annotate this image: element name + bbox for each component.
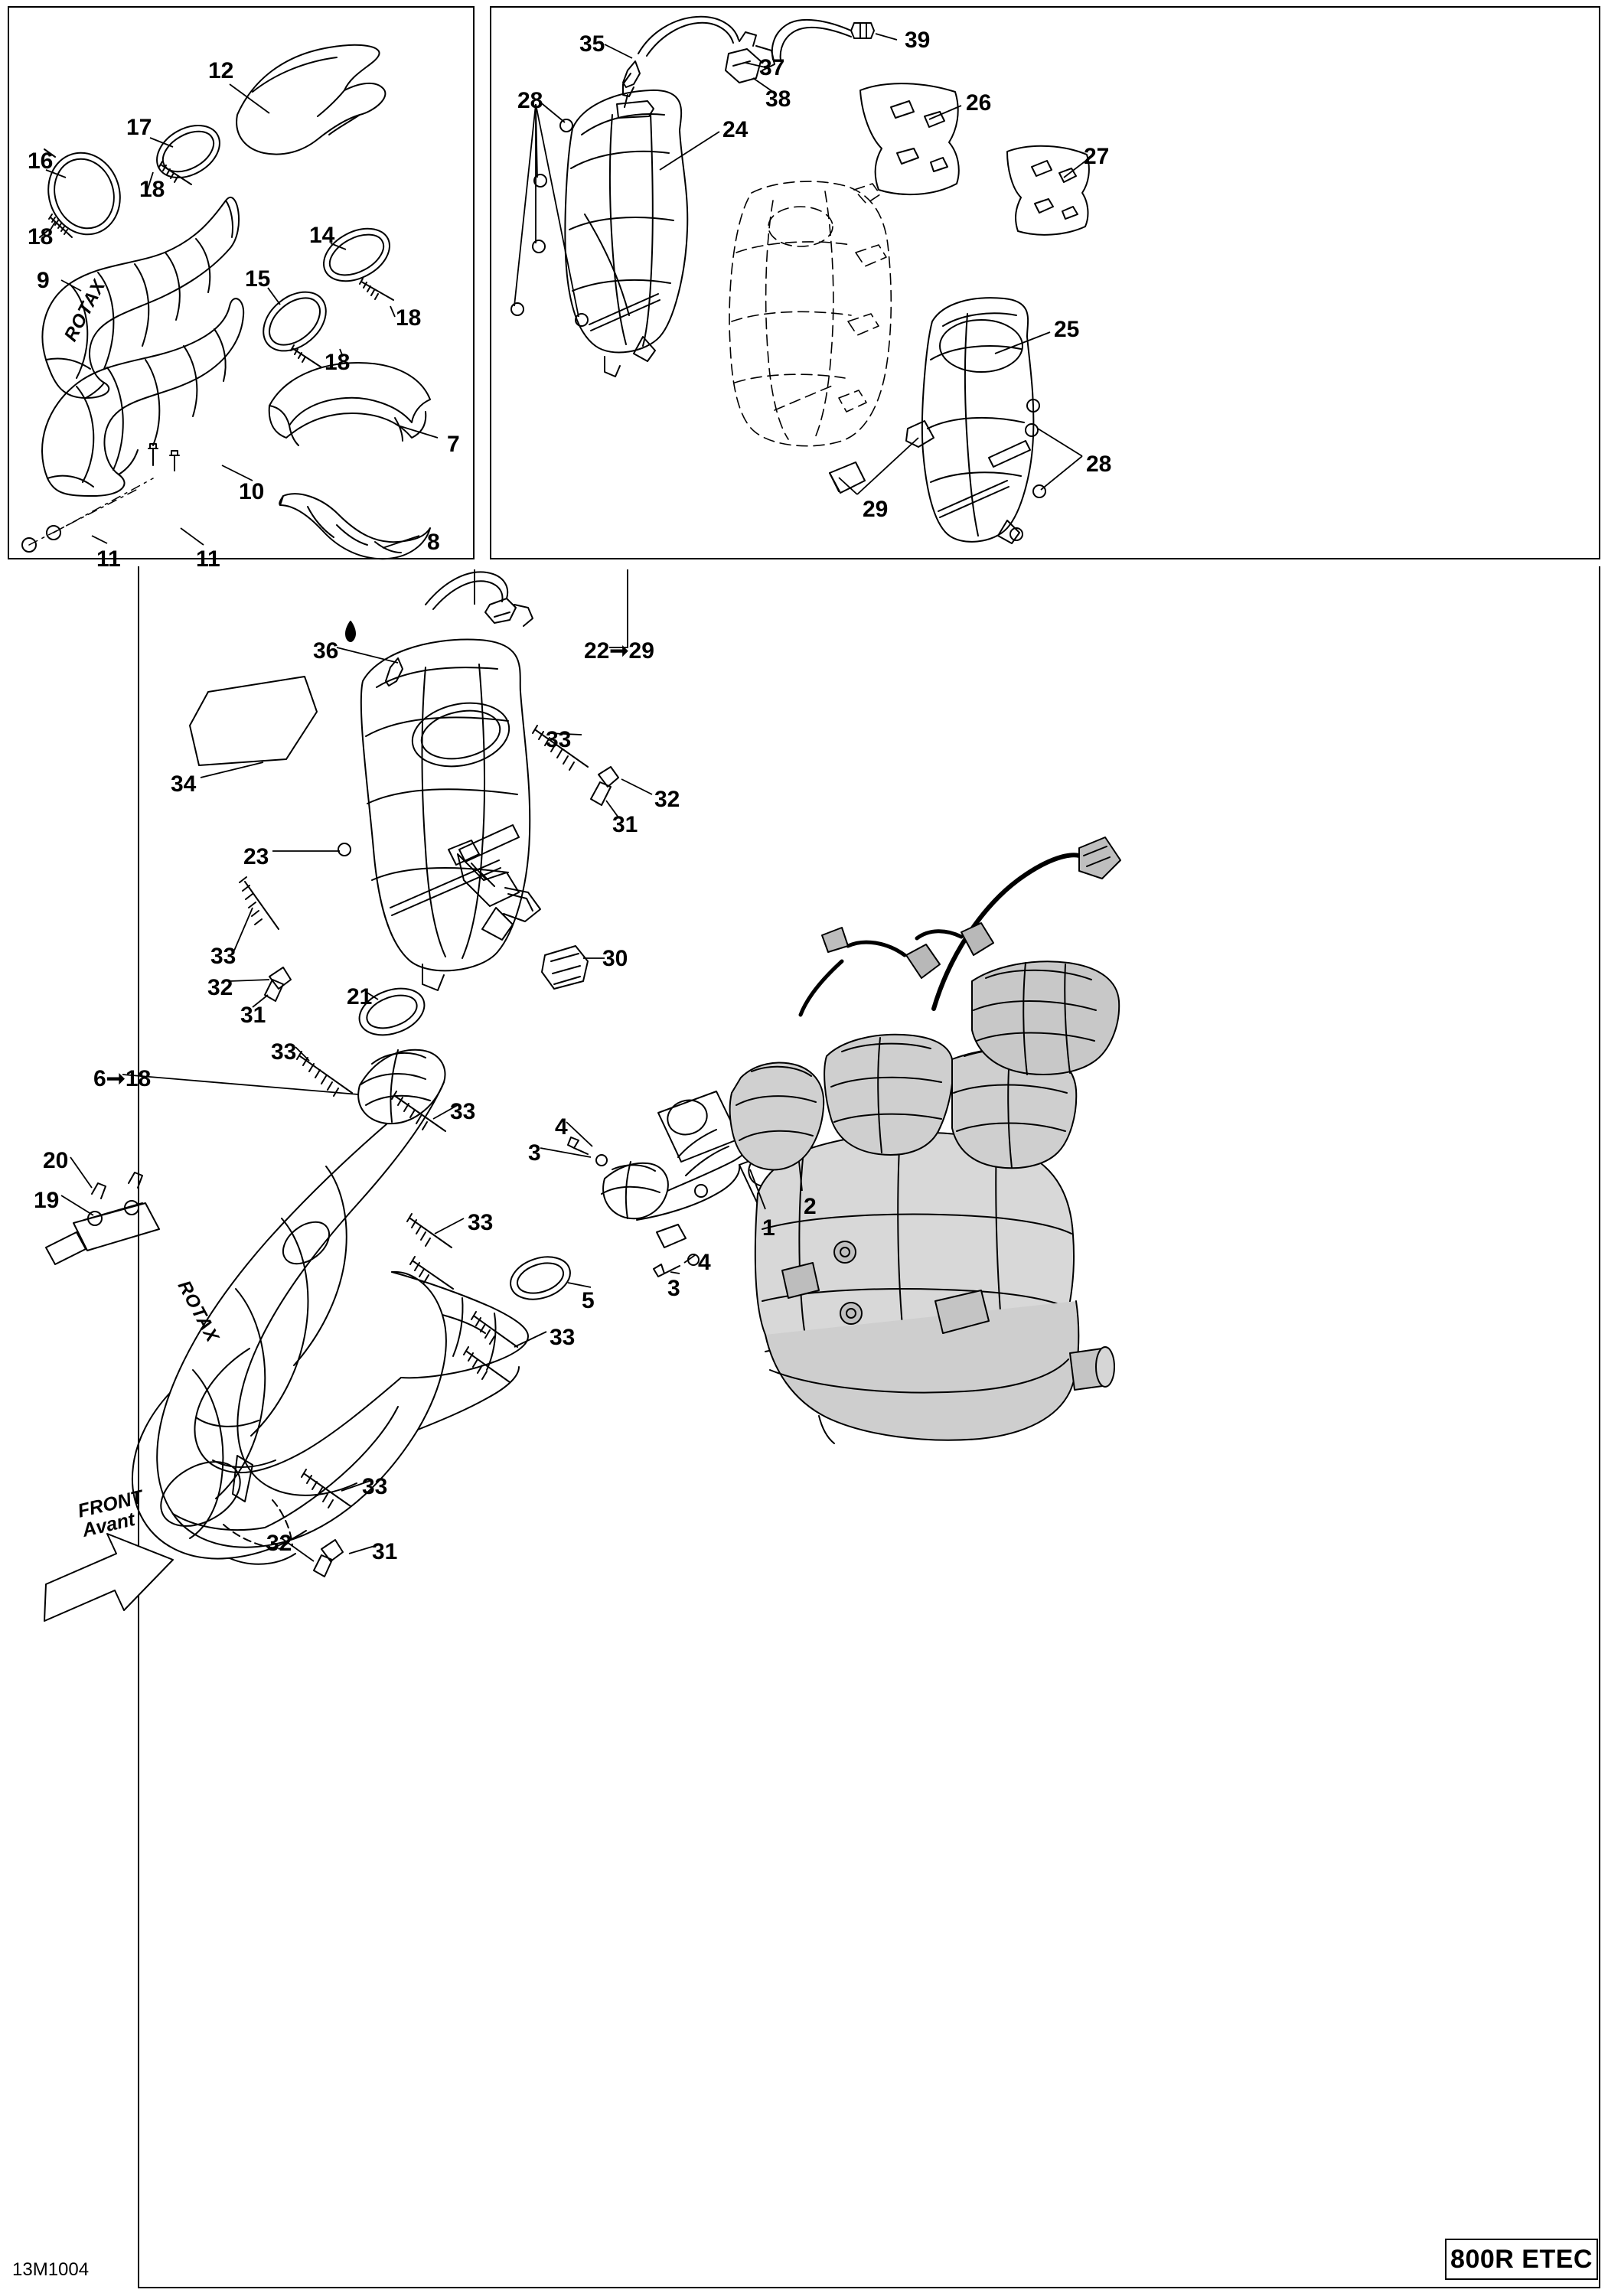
callout-8: 8 bbox=[427, 530, 440, 555]
callout-2: 2 bbox=[804, 1194, 817, 1219]
model-badge-text: 800R ETEC bbox=[1450, 2244, 1593, 2274]
callout-38: 38 bbox=[765, 86, 791, 112]
callout-27: 27 bbox=[1084, 144, 1110, 169]
callout-6-to-18: 6➞18 bbox=[93, 1066, 152, 1091]
model-badge: 800R ETEC bbox=[1445, 2239, 1598, 2280]
callout-35: 35 bbox=[579, 31, 605, 57]
callout-22-to-29: 22➞29 bbox=[584, 638, 654, 664]
callout-11-b: 11 bbox=[196, 546, 220, 572]
callout-12: 12 bbox=[208, 58, 234, 83]
callout-18-d: 18 bbox=[325, 350, 351, 375]
callout-33-e: 33 bbox=[468, 1210, 494, 1235]
callout-33-d: 33 bbox=[450, 1099, 476, 1124]
callout-33-g: 33 bbox=[362, 1474, 388, 1499]
callout-18-a: 18 bbox=[139, 177, 165, 202]
callout-28-a: 28 bbox=[517, 88, 543, 113]
callout-32-c: 32 bbox=[266, 1531, 292, 1556]
callout-5: 5 bbox=[582, 1288, 595, 1313]
callout-33-c: 33 bbox=[271, 1039, 297, 1065]
callout-23: 23 bbox=[243, 844, 269, 869]
callout-7: 7 bbox=[447, 432, 460, 457]
callout-30: 30 bbox=[602, 946, 628, 971]
callout-33-b: 33 bbox=[210, 944, 236, 969]
callout-33-a: 33 bbox=[546, 727, 572, 752]
callout-31-b: 31 bbox=[240, 1003, 266, 1028]
callout-34: 34 bbox=[171, 771, 197, 797]
callout-18-b: 18 bbox=[28, 224, 54, 249]
callout-21: 21 bbox=[347, 984, 373, 1009]
callout-4-a: 4 bbox=[555, 1114, 568, 1140]
callout-26: 26 bbox=[966, 90, 992, 116]
callout-24: 24 bbox=[722, 117, 749, 142]
bottom-panel bbox=[138, 566, 1600, 2288]
callout-18-c: 18 bbox=[396, 305, 422, 331]
callout-9: 9 bbox=[37, 268, 50, 293]
callout-33-f: 33 bbox=[550, 1325, 576, 1350]
callout-31-c: 31 bbox=[372, 1539, 398, 1564]
callout-3-a: 3 bbox=[528, 1140, 541, 1166]
callout-31-a: 31 bbox=[612, 812, 638, 837]
top-left-panel bbox=[8, 6, 475, 559]
callout-20: 20 bbox=[43, 1148, 69, 1173]
callout-11-a: 11 bbox=[96, 546, 121, 572]
callout-1: 1 bbox=[762, 1215, 775, 1241]
callout-10: 10 bbox=[239, 479, 265, 504]
callout-15: 15 bbox=[245, 266, 271, 292]
callout-39: 39 bbox=[905, 28, 931, 53]
callout-37: 37 bbox=[759, 55, 785, 80]
callout-29-a: 29 bbox=[863, 497, 889, 522]
callout-3-b: 3 bbox=[667, 1276, 680, 1301]
callout-14: 14 bbox=[309, 223, 335, 248]
callout-28-b: 28 bbox=[1086, 452, 1112, 477]
callout-32-b: 32 bbox=[207, 975, 233, 1000]
callout-36: 36 bbox=[313, 638, 339, 664]
callout-16: 16 bbox=[28, 148, 54, 174]
document-code: 13M1004 bbox=[12, 2259, 90, 2280]
callout-17: 17 bbox=[126, 115, 152, 140]
callout-32-a: 32 bbox=[654, 787, 680, 812]
callout-25: 25 bbox=[1054, 317, 1080, 342]
top-right-panel bbox=[490, 6, 1600, 559]
callout-19: 19 bbox=[34, 1188, 60, 1213]
callout-4-b: 4 bbox=[698, 1250, 711, 1275]
